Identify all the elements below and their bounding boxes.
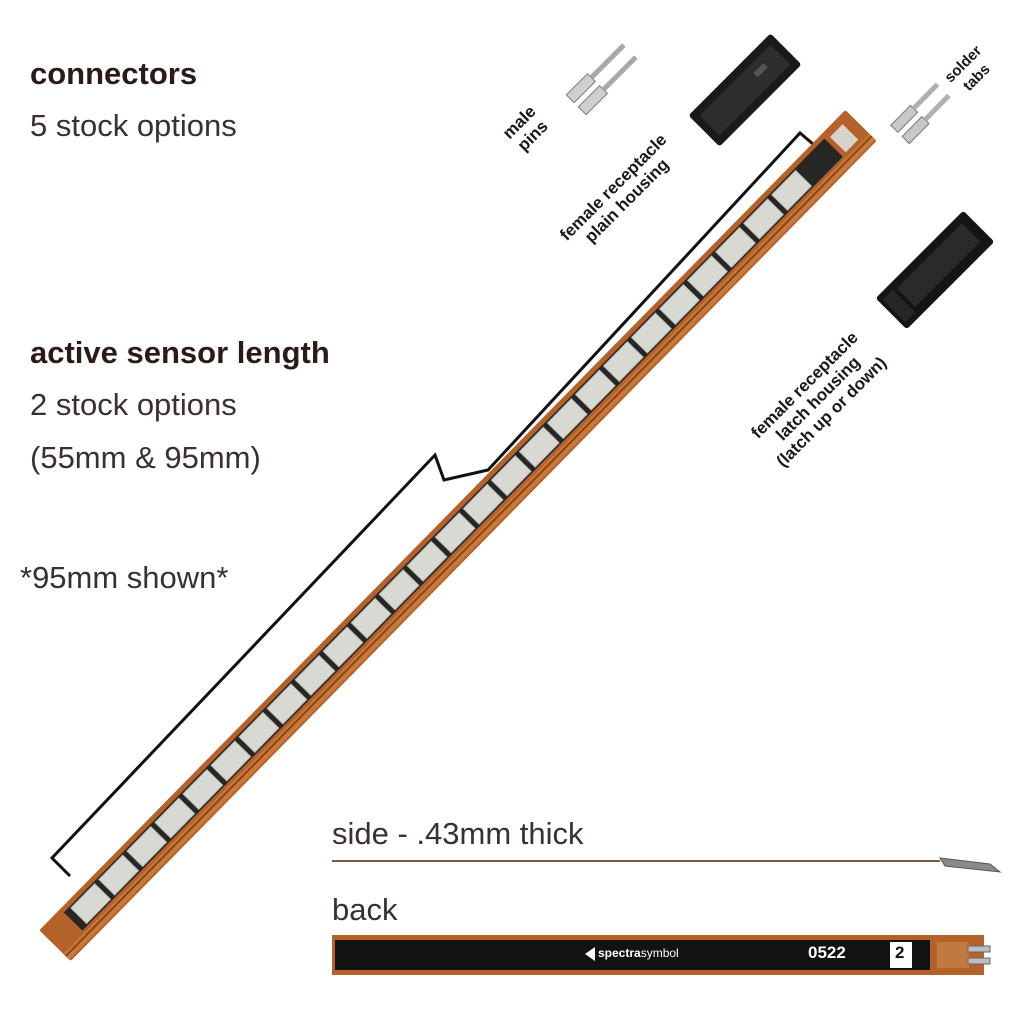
plain-housing-image xyxy=(689,34,801,146)
back-number: 2 xyxy=(895,943,905,962)
latch-housing-image xyxy=(876,211,994,329)
male-pins-image xyxy=(565,43,638,116)
back-view-label: back xyxy=(332,892,398,927)
side-view-label: side - .43mm thick xyxy=(332,816,584,851)
sensor-length-bracket xyxy=(49,130,821,878)
sensor-length-heading: active sensor length xyxy=(30,335,330,370)
connectors-heading: connectors xyxy=(30,56,198,91)
brand-bold: spectra xyxy=(598,946,641,960)
back-view-strip xyxy=(332,935,991,975)
shown-note: *95mm shown* xyxy=(20,560,229,595)
solder-tabs-image xyxy=(890,82,951,145)
brand-light: symbol xyxy=(640,946,679,960)
connectors-subheading: 5 stock options xyxy=(30,108,237,143)
sensor-pads xyxy=(70,169,813,925)
side-view-strip xyxy=(332,857,1002,873)
sensor-length-options: 2 stock options xyxy=(30,387,237,422)
back-code: 0522 xyxy=(808,943,846,962)
back-brand-logo: spectrasymbol xyxy=(598,946,679,960)
flex-sensor-strip xyxy=(40,110,876,961)
sensor-length-sizes: (55mm & 95mm) xyxy=(30,440,261,475)
